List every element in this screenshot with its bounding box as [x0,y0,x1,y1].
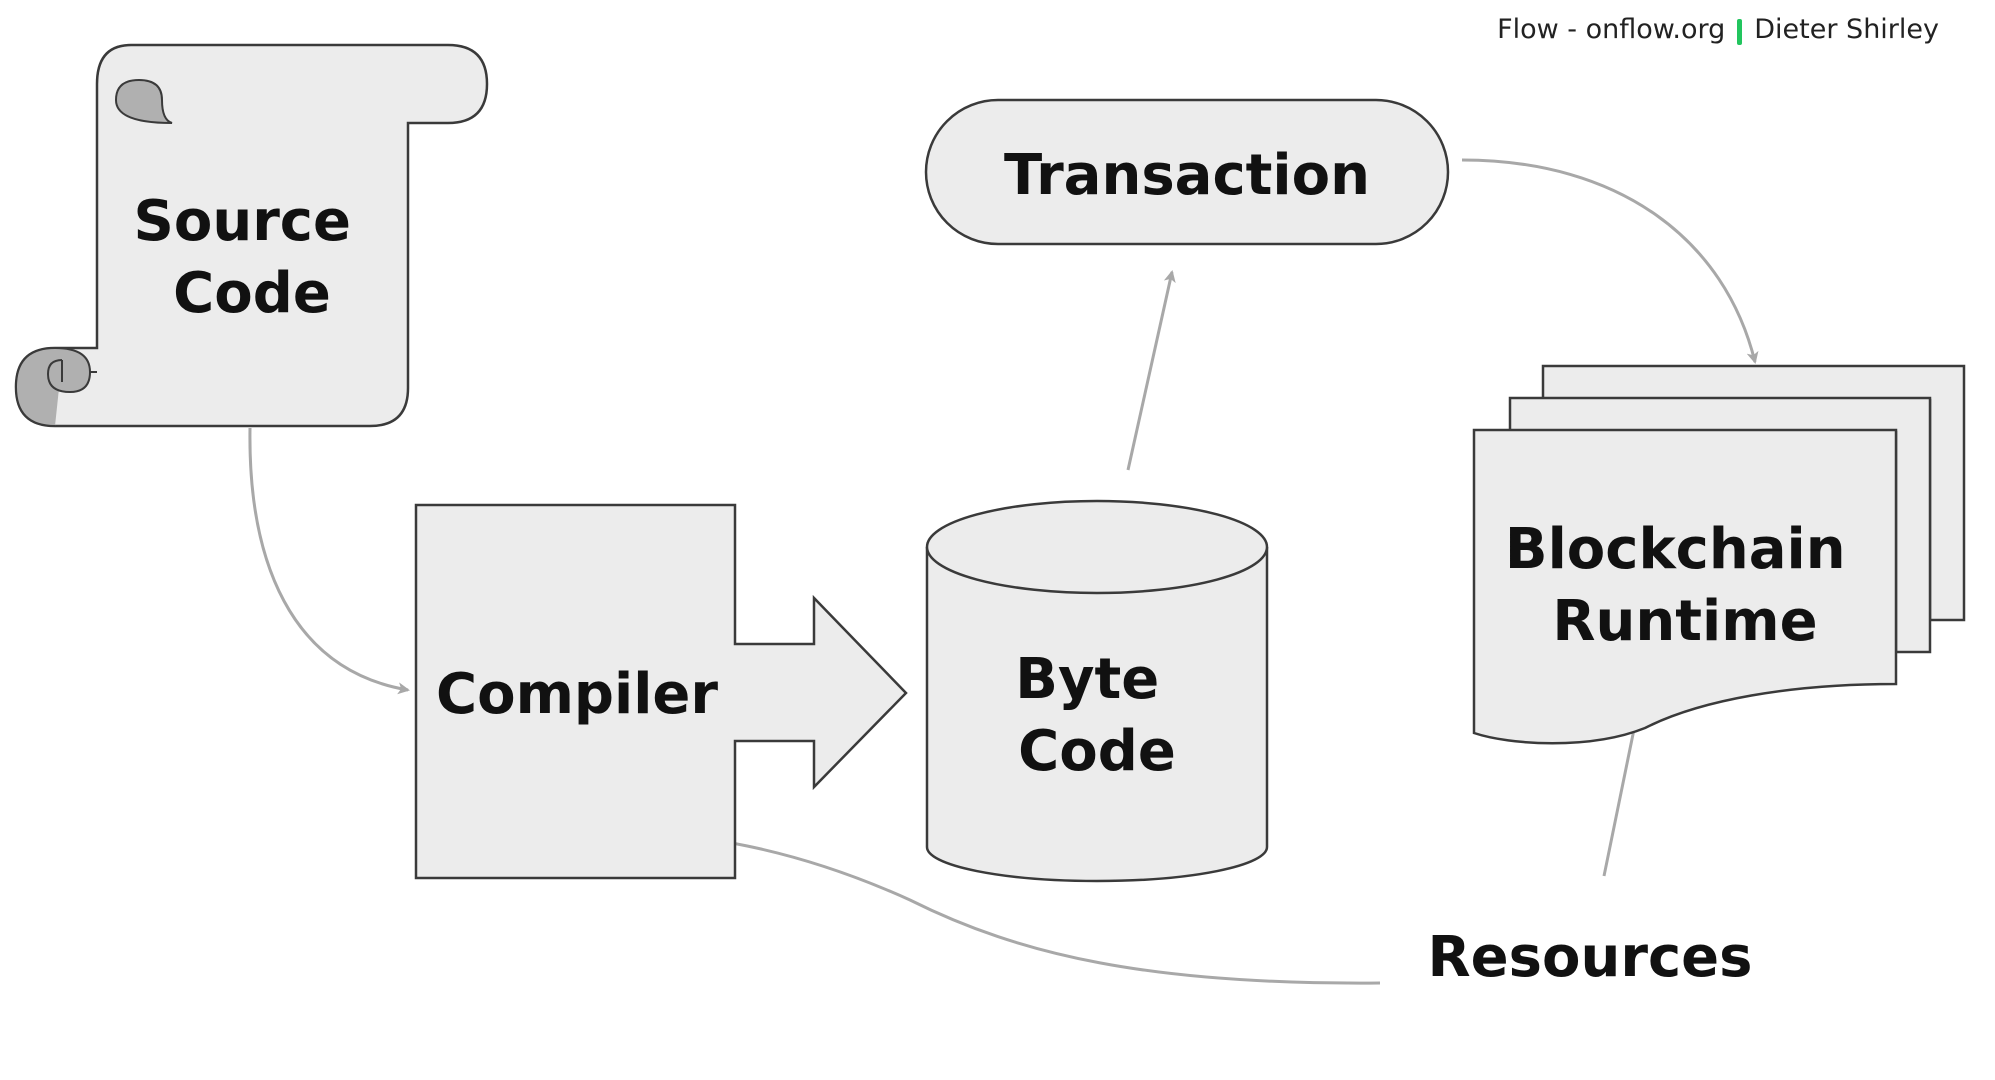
source-code-label: Source Code [134,189,371,326]
scroll-bottom-curl [14,346,92,427]
scroll-body [14,43,489,428]
edge-transaction-to-runtime [1461,158,1759,364]
credit-author: Dieter Shirley [1754,14,1939,45]
node-source-code: Source Code [14,43,489,428]
blockchain-runtime-label: Blockchain Runtime [1505,517,1865,654]
transaction-line-1: Transaction [1004,143,1370,208]
byte-code-label: Byte Code [1015,647,1178,784]
transaction-label: Transaction [1004,143,1370,208]
compiler-shape [414,503,908,880]
node-blockchain-runtime: Blockchain Runtime [1472,364,1966,745]
transaction-shape [924,98,1450,246]
scroll-bottom-roll-edge [61,360,97,382]
node-transaction: Transaction [924,98,1450,246]
credit-separator [1737,18,1743,45]
cylinder-body [925,547,1269,883]
byte-code-line-2: Code [1018,719,1176,784]
compiler-label: Compiler [436,662,718,727]
credit-source: Flow - onflow.org [1497,14,1726,45]
credit-line: Flow - onflow.org Dieter Shirley [1497,14,1939,45]
resources-line-1: Resources [1428,925,1753,990]
scroll-top-roll-edge [96,44,132,110]
source-code-line-1: Source [134,189,351,254]
cylinder-top [925,499,1269,595]
blockchain-runtime-line-1: Blockchain [1505,517,1846,582]
resources-label: Resources [1428,925,1753,990]
edge-source-to-compiler [248,427,410,695]
blockchain-runtime-line-2: Runtime [1552,589,1817,654]
document-front-page [1472,428,1898,745]
byte-code-line-1: Byte [1015,647,1159,712]
node-byte-code: Byte Code [925,499,1269,883]
scroll-top-curl [114,78,173,124]
edge-bytecode-to-transaction [1126,270,1176,471]
source-code-line-2: Code [173,261,331,326]
node-compiler: Compiler [414,503,908,880]
node-resources: Resources [1428,925,1753,990]
compiler-line-1: Compiler [436,662,718,727]
